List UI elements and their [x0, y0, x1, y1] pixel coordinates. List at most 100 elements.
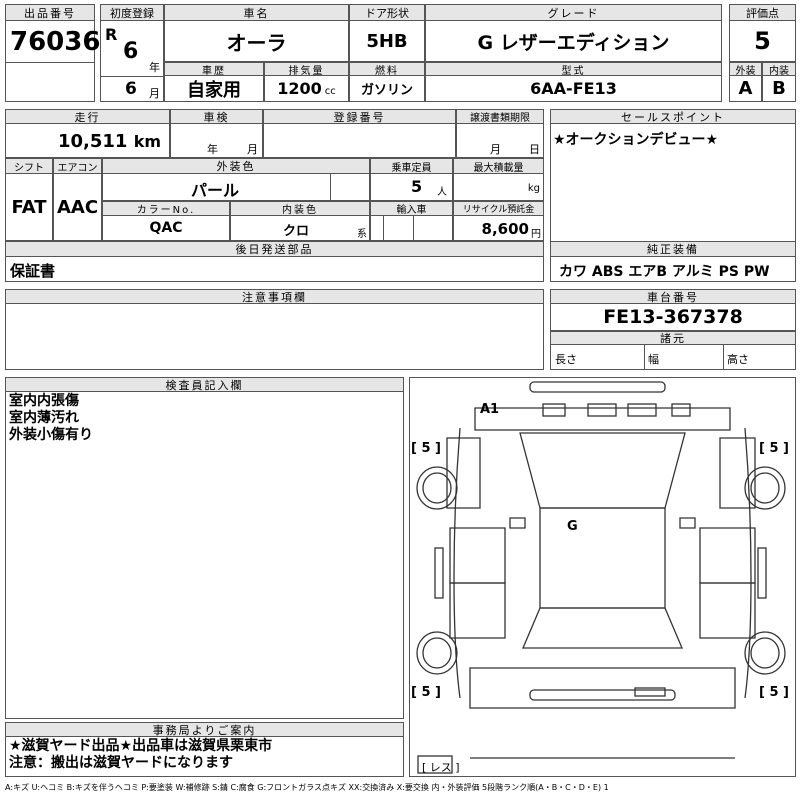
fuel-value: ガソリン	[349, 76, 425, 102]
later-parts-header: 後日発送部品	[5, 241, 544, 257]
capacity-header: 乗車定員	[370, 158, 453, 174]
exterior-grade-header: 外装	[729, 62, 762, 77]
displacement-header: 排気量	[264, 62, 349, 77]
score-value: 5	[729, 21, 796, 62]
right-side-outline	[744, 427, 752, 699]
legend-text: A:キズ U:ヘコミ B:キズを伴うヘコミ P:要塗装 W:補修跡 S:錆 C:…	[5, 783, 609, 792]
tire-rear-left	[416, 631, 458, 675]
rear-bumper-shape	[529, 689, 676, 701]
later-parts-value: 保証書	[10, 262, 56, 280]
first-reg-header: 初度登録	[100, 4, 164, 21]
exterior-grade-value: A	[729, 76, 762, 102]
exterior-color-divider	[330, 174, 331, 200]
diagram-mark-a1: A1	[480, 402, 500, 417]
displacement-value: 1200	[277, 79, 322, 98]
history-value: 自家用	[164, 76, 264, 102]
car-name-header: 車名	[164, 4, 349, 21]
import-box	[370, 216, 453, 241]
door-value: 5HB	[349, 21, 425, 62]
capacity-unit: 人	[437, 187, 447, 198]
interior-grade-header: 内装	[762, 62, 796, 77]
selling-points-box: ★オークションデビュー★	[550, 124, 796, 242]
notes-header: 注意事項欄	[5, 289, 544, 304]
lot-number-value: 76036	[5, 21, 100, 63]
recycle-value: 8,600	[481, 220, 529, 238]
diagram-tire-rr: [ 5 ]	[759, 685, 789, 700]
specs-length: 長さ	[555, 353, 577, 366]
mileage-box: 10,511 km	[5, 124, 170, 158]
mileage-value: 10,511	[57, 131, 128, 152]
transfer-doc-day-unit: 日	[529, 143, 540, 156]
inspector-line-1: 室内内張傷	[9, 393, 79, 409]
left-rear-door	[449, 582, 506, 639]
registration-box	[263, 124, 456, 158]
rear-plate-shape	[634, 687, 666, 697]
left-front-door	[449, 527, 506, 584]
first-reg-box: R 6 年 6 月	[100, 21, 164, 102]
max-load-box: kg	[453, 174, 544, 201]
first-reg-era: R	[105, 25, 118, 44]
recycle-box: 8,600 円	[453, 216, 544, 241]
aircon-header: エアコン	[53, 158, 102, 174]
import-divider-1	[383, 216, 384, 240]
chassis-value: FE13-367378	[550, 304, 796, 331]
capacity-value: 5	[411, 177, 423, 196]
shift-header: シフト	[5, 158, 53, 174]
aircon-value: AAC	[53, 174, 102, 241]
windshield-shape	[519, 432, 686, 509]
hood-top-shape	[474, 407, 731, 431]
shift-value: FAT	[5, 174, 53, 241]
specs-divider-2	[723, 345, 724, 369]
first-reg-month-unit: 月	[149, 87, 160, 100]
exterior-color-value: パール	[191, 181, 240, 200]
transfer-doc-month-unit: 月	[490, 143, 501, 156]
mileage-unit: km	[133, 132, 161, 151]
rear-trunk-shape	[469, 667, 736, 709]
mileage-value-group: 10,511 km	[58, 131, 161, 152]
first-reg-year: 6	[123, 39, 139, 64]
tire-front-left	[416, 466, 458, 510]
interior-color-value: クロ	[283, 224, 310, 239]
color-no-value: QAC	[102, 216, 230, 241]
rear-window-shape	[522, 607, 683, 649]
inspection-month-unit: 月	[247, 143, 258, 156]
inspector-box: 室内内張傷 室内薄汚れ 外装小傷有り	[5, 392, 404, 719]
inspection-box: 年 月	[170, 124, 263, 158]
score-header: 評価点	[729, 4, 796, 21]
exterior-color-box: パール	[102, 174, 370, 201]
grade-value: G レザーエディション	[425, 21, 722, 62]
front-bumper-shape	[529, 381, 666, 393]
specs-divider-1	[644, 345, 645, 369]
specs-box: 長さ 幅 高さ	[550, 345, 796, 370]
color-no-header: カラーNo.	[102, 201, 230, 216]
capacity-box: 5 人	[370, 174, 453, 201]
right-front-door	[699, 527, 756, 584]
import-divider-2	[413, 216, 414, 240]
inspector-header: 検査員記入欄	[5, 377, 404, 392]
interior-color-header: 内装色	[230, 201, 370, 216]
chassis-header: 車台番号	[550, 289, 796, 304]
right-rear-door	[699, 582, 756, 639]
mirror-left	[509, 517, 526, 529]
diagram-tire-fl: [ 5 ]	[411, 441, 441, 456]
interior-grade-value: B	[762, 76, 796, 102]
specs-width: 幅	[648, 353, 659, 366]
equipment-header: 純正装備	[550, 241, 796, 257]
inspection-header: 車検	[170, 109, 263, 124]
diagram-mark-g: G	[567, 519, 578, 534]
max-load-unit: kg	[527, 183, 540, 194]
equipment-box: カワ ABS エアB アルミ PS PW	[550, 257, 796, 282]
lot-number-header: 出品番号	[5, 4, 95, 21]
first-reg-divider	[101, 76, 164, 77]
interior-color-unit: 系	[357, 229, 367, 240]
mileage-header: 走行	[5, 109, 170, 124]
displacement-box: 1200 cc	[264, 76, 349, 102]
equipment-value: カワ ABS エアB アルミ PS PW	[559, 264, 770, 280]
office-header: 事務局よりご案内	[5, 722, 404, 737]
specs-height: 高さ	[727, 353, 749, 366]
diagram-tire-fr: [ 5 ]	[759, 441, 789, 456]
grille-right	[627, 403, 657, 417]
right-front-fender	[719, 437, 756, 509]
lot-number-blank	[5, 62, 95, 102]
car-diagram-box: A1 G [ 5 ] [ 5 ] [ 5 ] [ 5 ] [ レス ]	[409, 377, 796, 777]
